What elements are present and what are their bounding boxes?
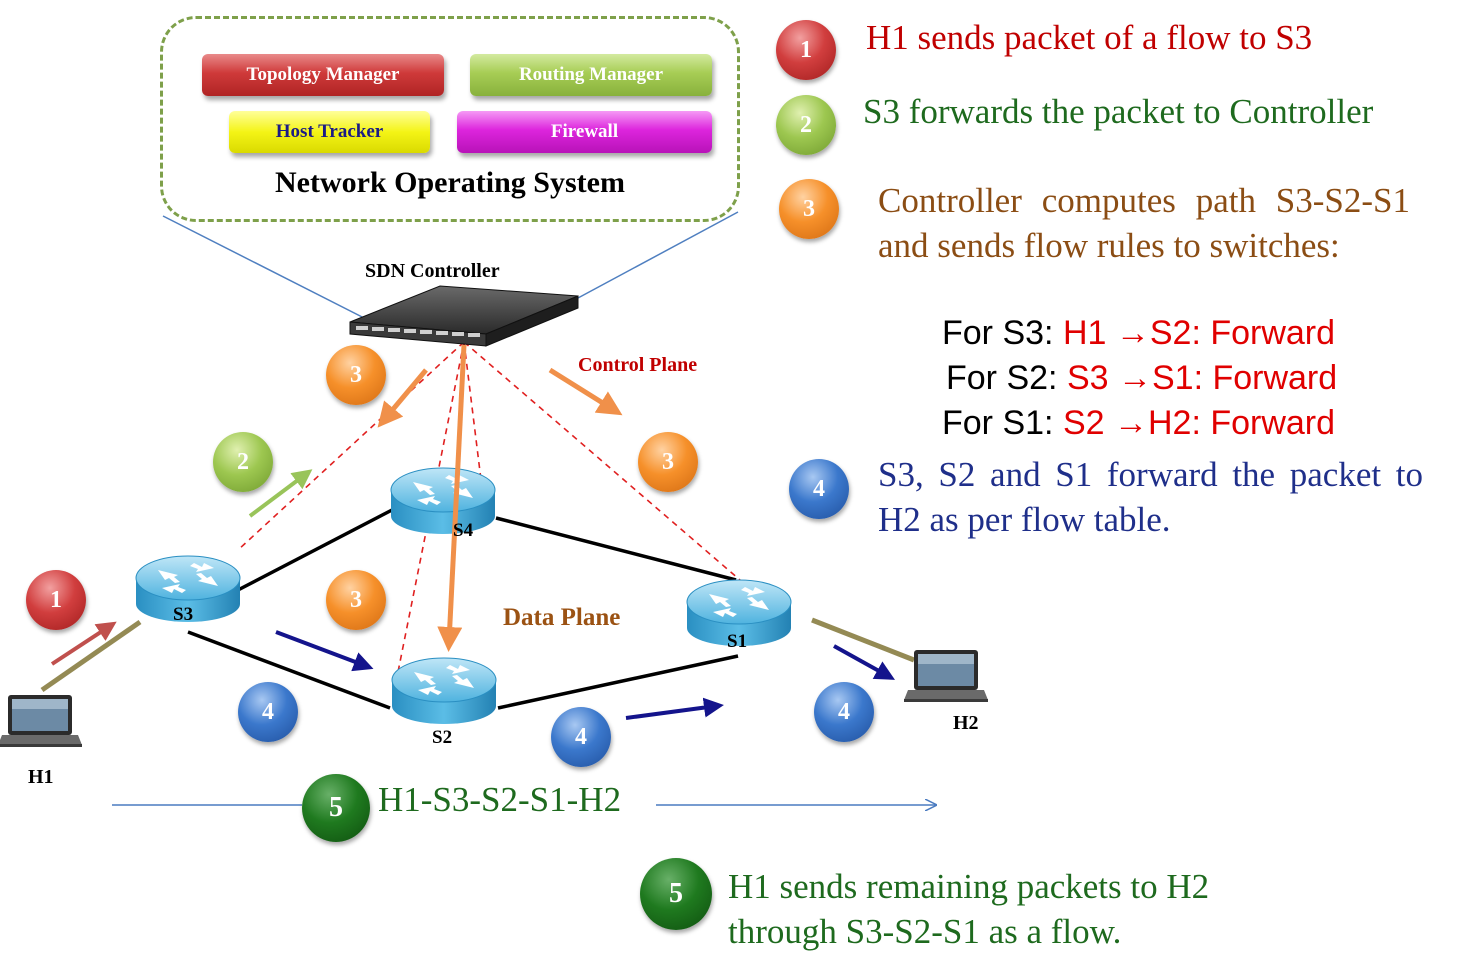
step3-text: Controller computes path S3-S2-S1 and se… xyxy=(878,181,1410,265)
step4-arrow-s2-s1 xyxy=(625,697,724,720)
step5-badge-path: 5 xyxy=(302,774,370,842)
sdn-controller-device xyxy=(349,285,579,347)
step4-arrow-s3-s2 xyxy=(275,630,374,672)
right-arrow-icon: → xyxy=(1115,314,1150,352)
router-arrows-icon xyxy=(414,665,474,695)
step3-badge: 3 xyxy=(779,179,839,239)
laptop-h2-icon xyxy=(904,650,988,702)
step2-arrow xyxy=(248,469,313,518)
step2-text: S3 forwards the packet to Controller xyxy=(863,92,1374,131)
step1-text: H1 sends packet of a flow to S3 xyxy=(866,18,1313,57)
s1-h2-link xyxy=(811,617,915,663)
sdn-controller-label: SDN Controller xyxy=(365,260,500,282)
step5-badge: 5 xyxy=(640,858,712,930)
data-plane-links xyxy=(187,508,739,710)
step3-badge-controller: 3 xyxy=(326,345,386,405)
host-tracker-module: Host Tracker xyxy=(229,111,430,153)
flow-path-text: H1-S3-S2-S1-H2 xyxy=(378,780,622,819)
flow-rule-s1: For S1: S2 →H2: Forward xyxy=(942,404,1336,442)
switch-s1 xyxy=(686,579,792,646)
switch-s3 xyxy=(135,555,241,622)
switch-s3-label: S3 xyxy=(173,604,194,625)
step1-arrow xyxy=(50,621,117,666)
switch-s4-label: S4 xyxy=(453,520,474,541)
switch-s4 xyxy=(390,467,496,534)
step2-badge: 2 xyxy=(776,95,836,155)
data-plane-label: Data Plane xyxy=(503,604,621,631)
step4-text: S3, S2 and S1 forward the packet to H2 a… xyxy=(878,455,1423,539)
laptop-h1-icon xyxy=(0,695,82,747)
right-arrow-icon: → xyxy=(1117,359,1152,397)
switch-s2-label: S2 xyxy=(432,727,453,748)
step4-badge: 4 xyxy=(789,459,849,519)
step4-arrow-s1-h2 xyxy=(833,644,895,680)
h1-s3-link xyxy=(40,619,142,693)
flow-rule-s2: For S2: S3 →S1: Forward xyxy=(946,359,1338,397)
switch-s1-label: S1 xyxy=(727,631,748,652)
step4-badge-s3: 4 xyxy=(238,682,298,742)
firewall-module: Firewall xyxy=(457,111,712,153)
right-arrow-icon: → xyxy=(1113,404,1148,442)
step5-text: H1 sends remaining packets to H2 through… xyxy=(728,867,1210,951)
step4-badge-s2: 4 xyxy=(551,707,611,767)
step3-arrow-left xyxy=(377,368,428,428)
control-plane-label: Control Plane xyxy=(578,354,698,376)
controller-to-s2-arrow xyxy=(437,344,467,652)
step1-badge-diagram: 1 xyxy=(26,570,86,630)
nos-title: Network Operating System xyxy=(275,166,625,199)
switch-s2 xyxy=(391,657,497,724)
step2-badge-diagram: 2 xyxy=(213,432,273,492)
step3-badge-s1: 3 xyxy=(638,432,698,492)
topology-manager-module: Topology Manager xyxy=(202,54,444,96)
router-arrows-icon xyxy=(158,563,218,593)
zoom-line-right xyxy=(577,211,739,299)
nos-container xyxy=(160,16,740,222)
host-h1-label: H1 xyxy=(28,766,54,788)
host-h2-label: H2 xyxy=(953,712,979,734)
step4-badge-s1: 4 xyxy=(814,682,874,742)
step3-arrow-right xyxy=(548,367,623,416)
step3-badge-s2: 3 xyxy=(326,570,386,630)
zoom-line-left xyxy=(162,215,373,323)
step1-badge: 1 xyxy=(776,20,836,80)
routing-manager-module: Routing Manager xyxy=(470,54,712,96)
flow-rule-s3: For S3: H1 →S2: Forward xyxy=(942,314,1336,352)
router-arrows-icon xyxy=(709,587,769,617)
